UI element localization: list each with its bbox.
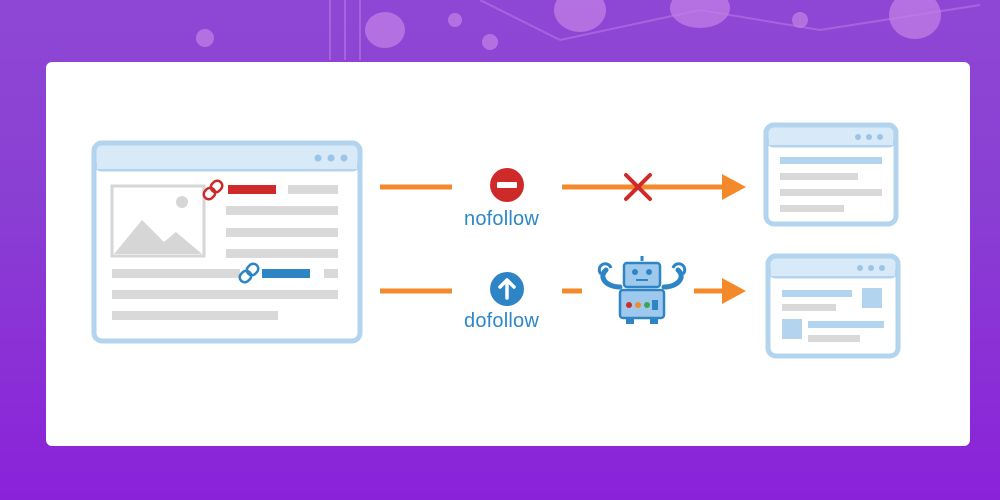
window-dot (857, 265, 863, 271)
chain-link-icon (202, 179, 224, 201)
dofollow-link-text (262, 269, 310, 278)
destination-page-dofollow (765, 253, 901, 359)
window-dot (314, 154, 322, 162)
nofollow-path (380, 168, 746, 202)
link-diagram (91, 122, 901, 359)
diagram-card: nofollow dofollow (46, 62, 970, 446)
dofollow-path (380, 256, 746, 324)
window-dot (327, 154, 335, 162)
arrow-head-icon (722, 278, 746, 304)
window-dot (868, 265, 874, 271)
cross-icon (624, 173, 652, 201)
image-placeholder-icon (110, 184, 206, 258)
window-dot (855, 134, 861, 140)
arrow-head-icon (722, 174, 746, 200)
nofollow-link-text (228, 185, 276, 194)
background-network-decoration (196, 0, 981, 60)
dofollow-label: dofollow (464, 310, 539, 332)
robot-icon (597, 256, 687, 324)
source-web-page (91, 140, 363, 344)
arrow-up-circle-icon (490, 272, 524, 306)
destination-page-nofollow (763, 122, 899, 227)
window-dot (340, 154, 348, 162)
window-dot (879, 265, 885, 271)
chain-link-icon (238, 262, 260, 284)
nofollow-label: nofollow (464, 208, 539, 230)
window-dot (877, 134, 883, 140)
window-dot (866, 134, 872, 140)
no-entry-icon (490, 168, 524, 202)
